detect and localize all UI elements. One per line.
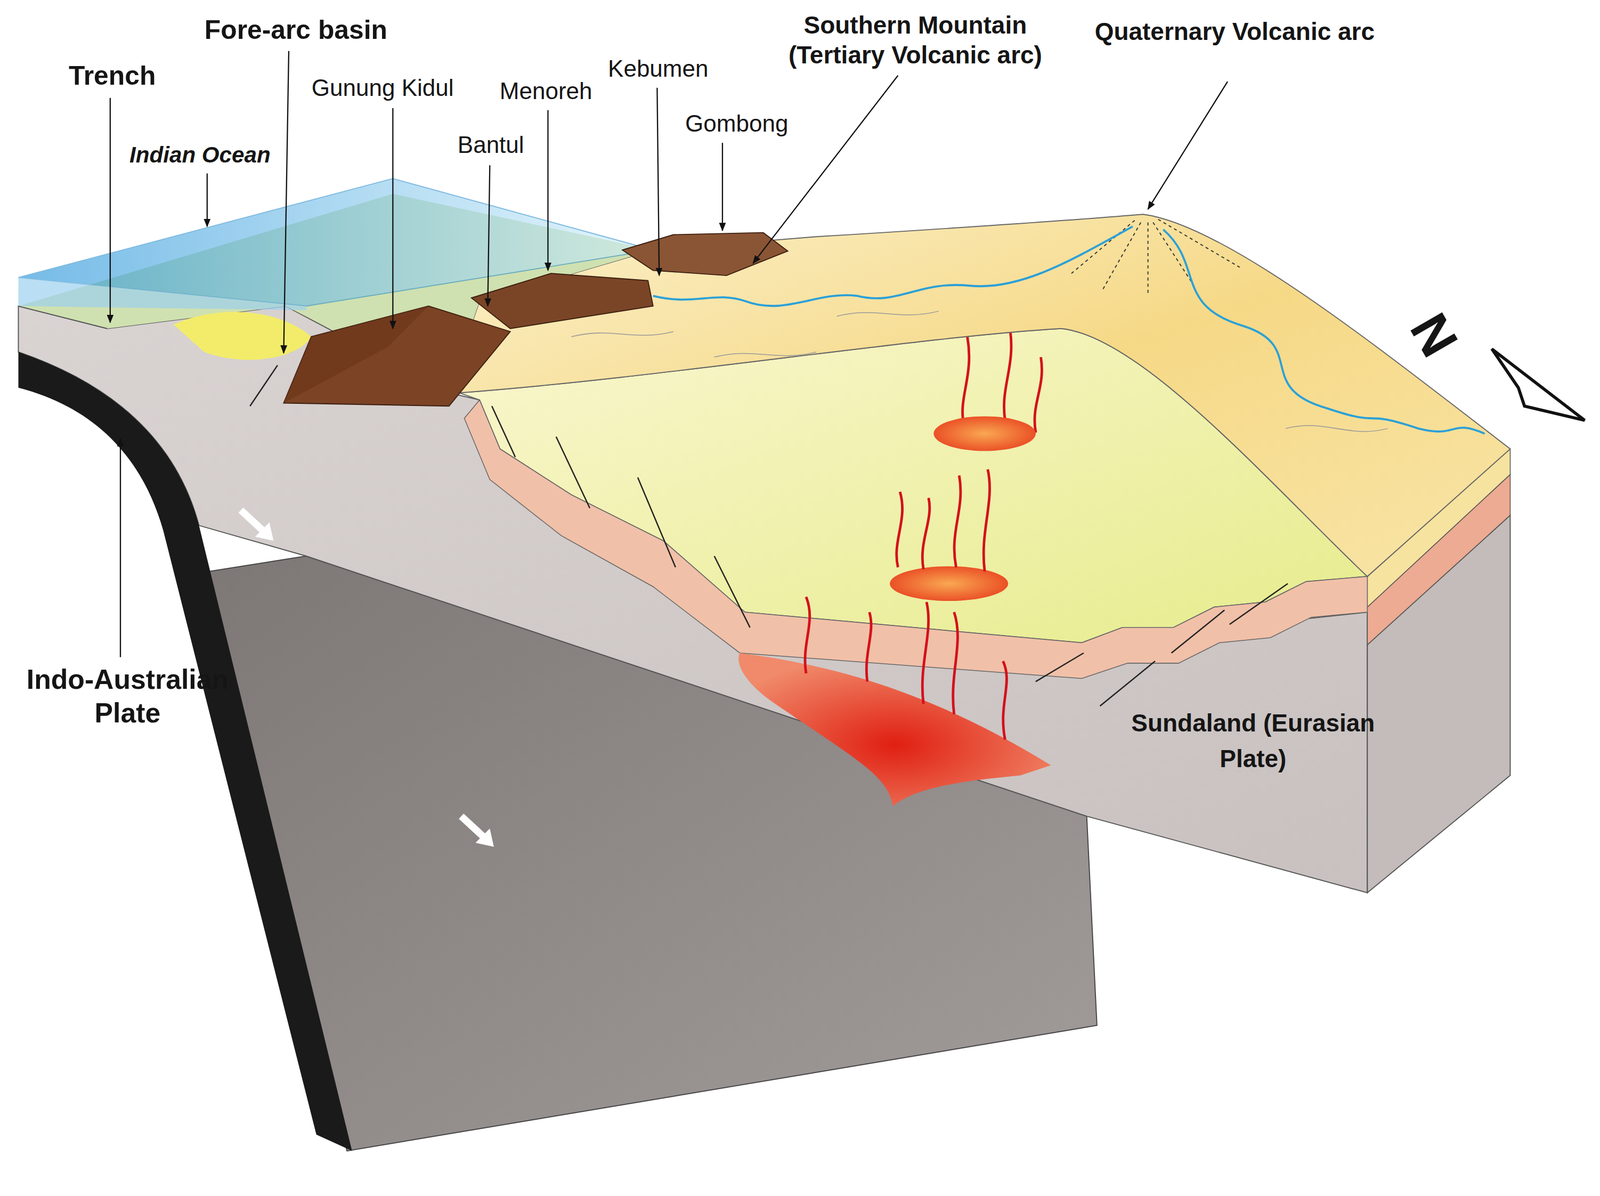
north-label: N (1393, 294, 1475, 377)
magma-source (738, 653, 1051, 807)
map-label: Gombong (670, 110, 803, 138)
drainage-lines (1071, 219, 1240, 297)
leader-line (392, 108, 394, 329)
north-arrow (1491, 348, 1585, 421)
motion-arrow (255, 522, 274, 541)
leader-line (1148, 81, 1228, 209)
crust-face (18, 306, 1368, 893)
drainage (1152, 222, 1195, 287)
uplift-block (283, 306, 510, 407)
magma-path (1003, 661, 1007, 740)
leader-line (656, 87, 660, 276)
slab-band (18, 352, 352, 1152)
magma-path (962, 336, 970, 427)
drainage (1158, 219, 1240, 268)
trench-line (18, 306, 108, 329)
magma-path (953, 612, 958, 715)
fault (1100, 661, 1156, 706)
leader-line (119, 439, 121, 658)
motion-arrow (475, 828, 494, 847)
map-label: Southern Mountain (Tertiary Volcanic arc… (757, 11, 1074, 70)
fault (1229, 583, 1288, 625)
leader-line (109, 98, 111, 323)
map-label: Quaternary Volcanic arc (1089, 17, 1380, 47)
fault (491, 405, 516, 458)
magma-path (954, 475, 961, 567)
map-label: Fore-arc basin (173, 15, 419, 46)
fault (1171, 610, 1225, 653)
leader-line (752, 75, 898, 264)
ocean-front (18, 277, 306, 311)
leader-line (206, 173, 208, 227)
uplift-block-side (283, 306, 429, 404)
magma-path (1034, 356, 1043, 433)
fault (249, 365, 278, 407)
terrain (836, 311, 939, 317)
map-label: Trench (20, 61, 205, 92)
map-label: Gunung Kidul (295, 74, 470, 102)
magma-path (896, 491, 903, 568)
terrain-lines (571, 311, 1388, 432)
fault (714, 556, 751, 628)
leader-lines (110, 51, 1228, 658)
magma-path (983, 469, 990, 572)
drainage (1071, 220, 1135, 274)
map-label: Sundaland (Eurasian Plate) (1130, 705, 1376, 777)
fault (556, 436, 590, 509)
map-label: Kebumen (596, 54, 720, 83)
leader-line (721, 142, 724, 231)
leader-line (487, 165, 490, 306)
uplift-block (471, 273, 654, 329)
magma-path (922, 602, 929, 705)
uplift-block (622, 232, 788, 276)
fault (637, 477, 676, 568)
terrain (1285, 425, 1388, 432)
magma-paths (805, 330, 1042, 741)
river (1163, 229, 1485, 434)
drainage (1147, 222, 1149, 297)
fore-arc-fill (173, 312, 312, 361)
land-surface (449, 214, 1511, 577)
terrain (571, 331, 674, 337)
terrain (714, 352, 817, 358)
magma-path (1003, 330, 1012, 421)
magma-chamber (933, 416, 1036, 451)
leader-line (283, 51, 289, 354)
magma-path (922, 498, 930, 570)
magma-path (866, 612, 872, 682)
leader-line (547, 110, 549, 271)
map-label: Bantul (434, 131, 548, 159)
map-label: Indian Ocean (108, 141, 292, 168)
map-label: Menoreh (484, 77, 608, 105)
magma-path (805, 596, 810, 674)
magma-chamber (889, 566, 1009, 601)
map-label: Indo-Australian Plate (0, 663, 256, 731)
fault (1035, 653, 1084, 682)
